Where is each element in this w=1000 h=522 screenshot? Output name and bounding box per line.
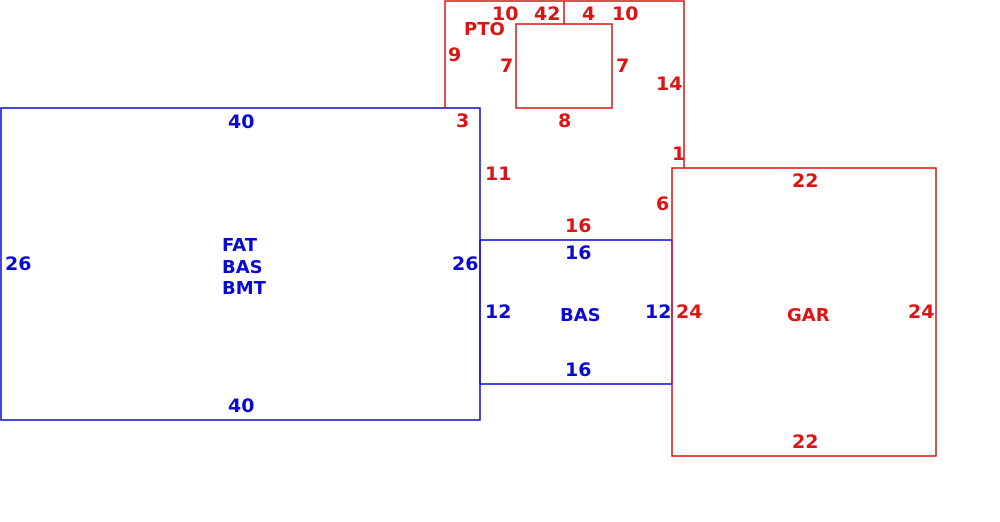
pto-top-mid-dim: 42 — [534, 3, 560, 25]
main-left-dim: 26 — [5, 253, 31, 275]
cutout-bottom-dim: 8 — [558, 110, 571, 132]
pto-left-dim: 9 — [448, 44, 461, 66]
bas-left-dim: 12 — [485, 301, 511, 323]
gar-top-dim: 22 — [792, 170, 818, 192]
gar-area-label: GAR — [787, 305, 830, 326]
pto-area-label: PTO — [464, 19, 505, 40]
main-bottom-dim: 40 — [228, 395, 254, 417]
main-right-dim: 26 — [452, 253, 478, 275]
patio-cutout-outline — [515, 23, 613, 109]
pto-bottom-dim: 16 — [565, 215, 591, 237]
gar-right-dim: 24 — [908, 301, 934, 323]
bas-area-label: BAS — [560, 305, 601, 326]
pto-inner-left-dim: 11 — [485, 163, 511, 185]
pto-top-left-dim: 10 — [492, 3, 518, 25]
main-top-dim: 40 — [228, 111, 254, 133]
garage-outline — [671, 167, 937, 457]
cutout-left-dim: 7 — [500, 55, 513, 77]
pto-top-right-dim: 10 — [612, 3, 638, 25]
main-area-label-1: FAT — [222, 235, 258, 256]
cutout-right-dim: 7 — [616, 55, 629, 77]
bas-top-dim: 16 — [565, 242, 591, 264]
pto-right-dim: 14 — [656, 73, 682, 95]
gar-left-dim: 24 — [676, 301, 702, 323]
pto-lower-right-dim: 6 — [656, 193, 669, 215]
main-area-label-2: BAS — [222, 257, 263, 278]
pto-jog-dim: 1 — [672, 143, 685, 165]
main-area-label-3: BMT — [222, 278, 267, 299]
bas-right-dim: 12 — [645, 301, 671, 323]
gar-bottom-dim: 22 — [792, 431, 818, 453]
bas-bottom-dim: 16 — [565, 359, 591, 381]
pto-top-mid2-dim: 4 — [582, 3, 595, 25]
pto-notch-dim: 3 — [456, 110, 469, 132]
